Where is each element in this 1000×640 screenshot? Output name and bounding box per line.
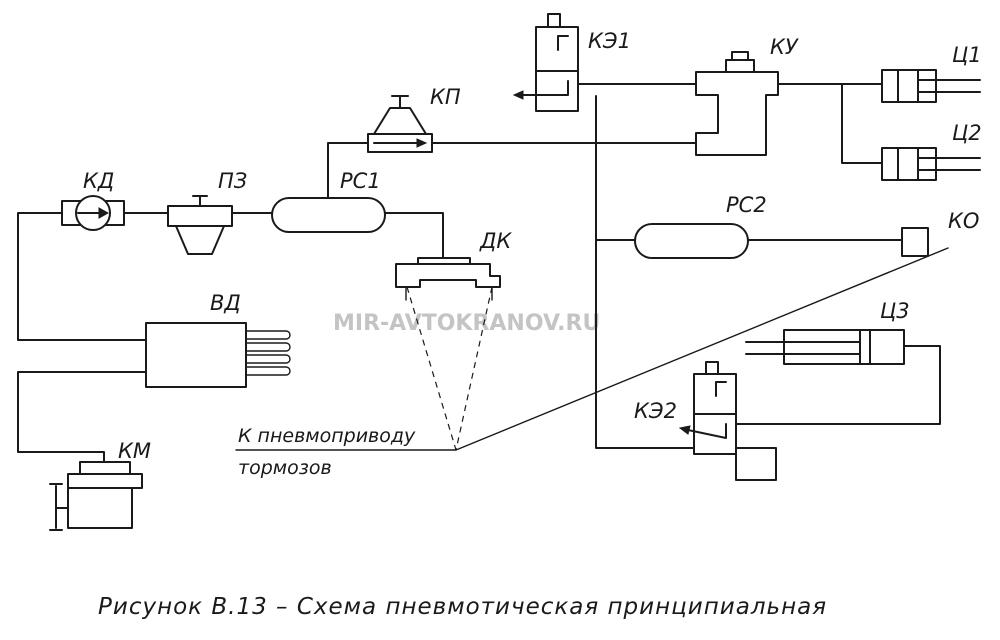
- label-kp: КП: [430, 85, 461, 109]
- brake-note-line2: тормозов: [238, 457, 332, 479]
- figure-caption: Рисунок В.13 – Схема пневмотическая прин…: [98, 594, 827, 620]
- drain-valve-ko: [901, 227, 929, 257]
- brake-note-line1: К пневмоприводу: [238, 425, 416, 447]
- brake-valve-dk: [395, 257, 501, 288]
- receiver-rs2: [634, 223, 749, 259]
- check-valve-kd: [61, 195, 125, 231]
- label-pz: ПЗ: [218, 169, 247, 193]
- label-ke2: КЭ2: [634, 399, 677, 423]
- protector-pz: [167, 195, 233, 255]
- label-rs1: РС1: [340, 169, 381, 193]
- compressor-vd: [145, 322, 291, 388]
- label-c3: Ц3: [880, 299, 910, 323]
- label-c2: Ц2: [952, 121, 982, 145]
- label-km: КМ: [118, 439, 151, 463]
- brake-lines: [235, 247, 949, 451]
- solenoid-valve-ke2: [678, 361, 737, 455]
- pipelines: [17, 83, 941, 481]
- cylinder-c3: [745, 329, 905, 365]
- label-vd: ВД: [210, 291, 241, 315]
- label-kd: КД: [83, 169, 114, 193]
- cylinder-c1: [881, 69, 981, 103]
- cylinder-c2: [881, 147, 981, 181]
- label-ke1: КЭ1: [588, 29, 631, 53]
- control-valve-ku: [695, 51, 779, 156]
- label-ku: КУ: [770, 35, 799, 59]
- safety-valve-kp: [367, 95, 433, 153]
- label-ko: КО: [948, 209, 979, 233]
- label-rs2: РС2: [726, 193, 767, 217]
- watermark: MIR-AVTOKRANOV.RU: [333, 311, 600, 336]
- receiver-rs1: [271, 197, 386, 233]
- solenoid-valve-ke1: [512, 13, 579, 112]
- label-c1: Ц1: [952, 43, 982, 67]
- label-dk: ДК: [479, 229, 512, 253]
- manometer-km: [49, 461, 143, 531]
